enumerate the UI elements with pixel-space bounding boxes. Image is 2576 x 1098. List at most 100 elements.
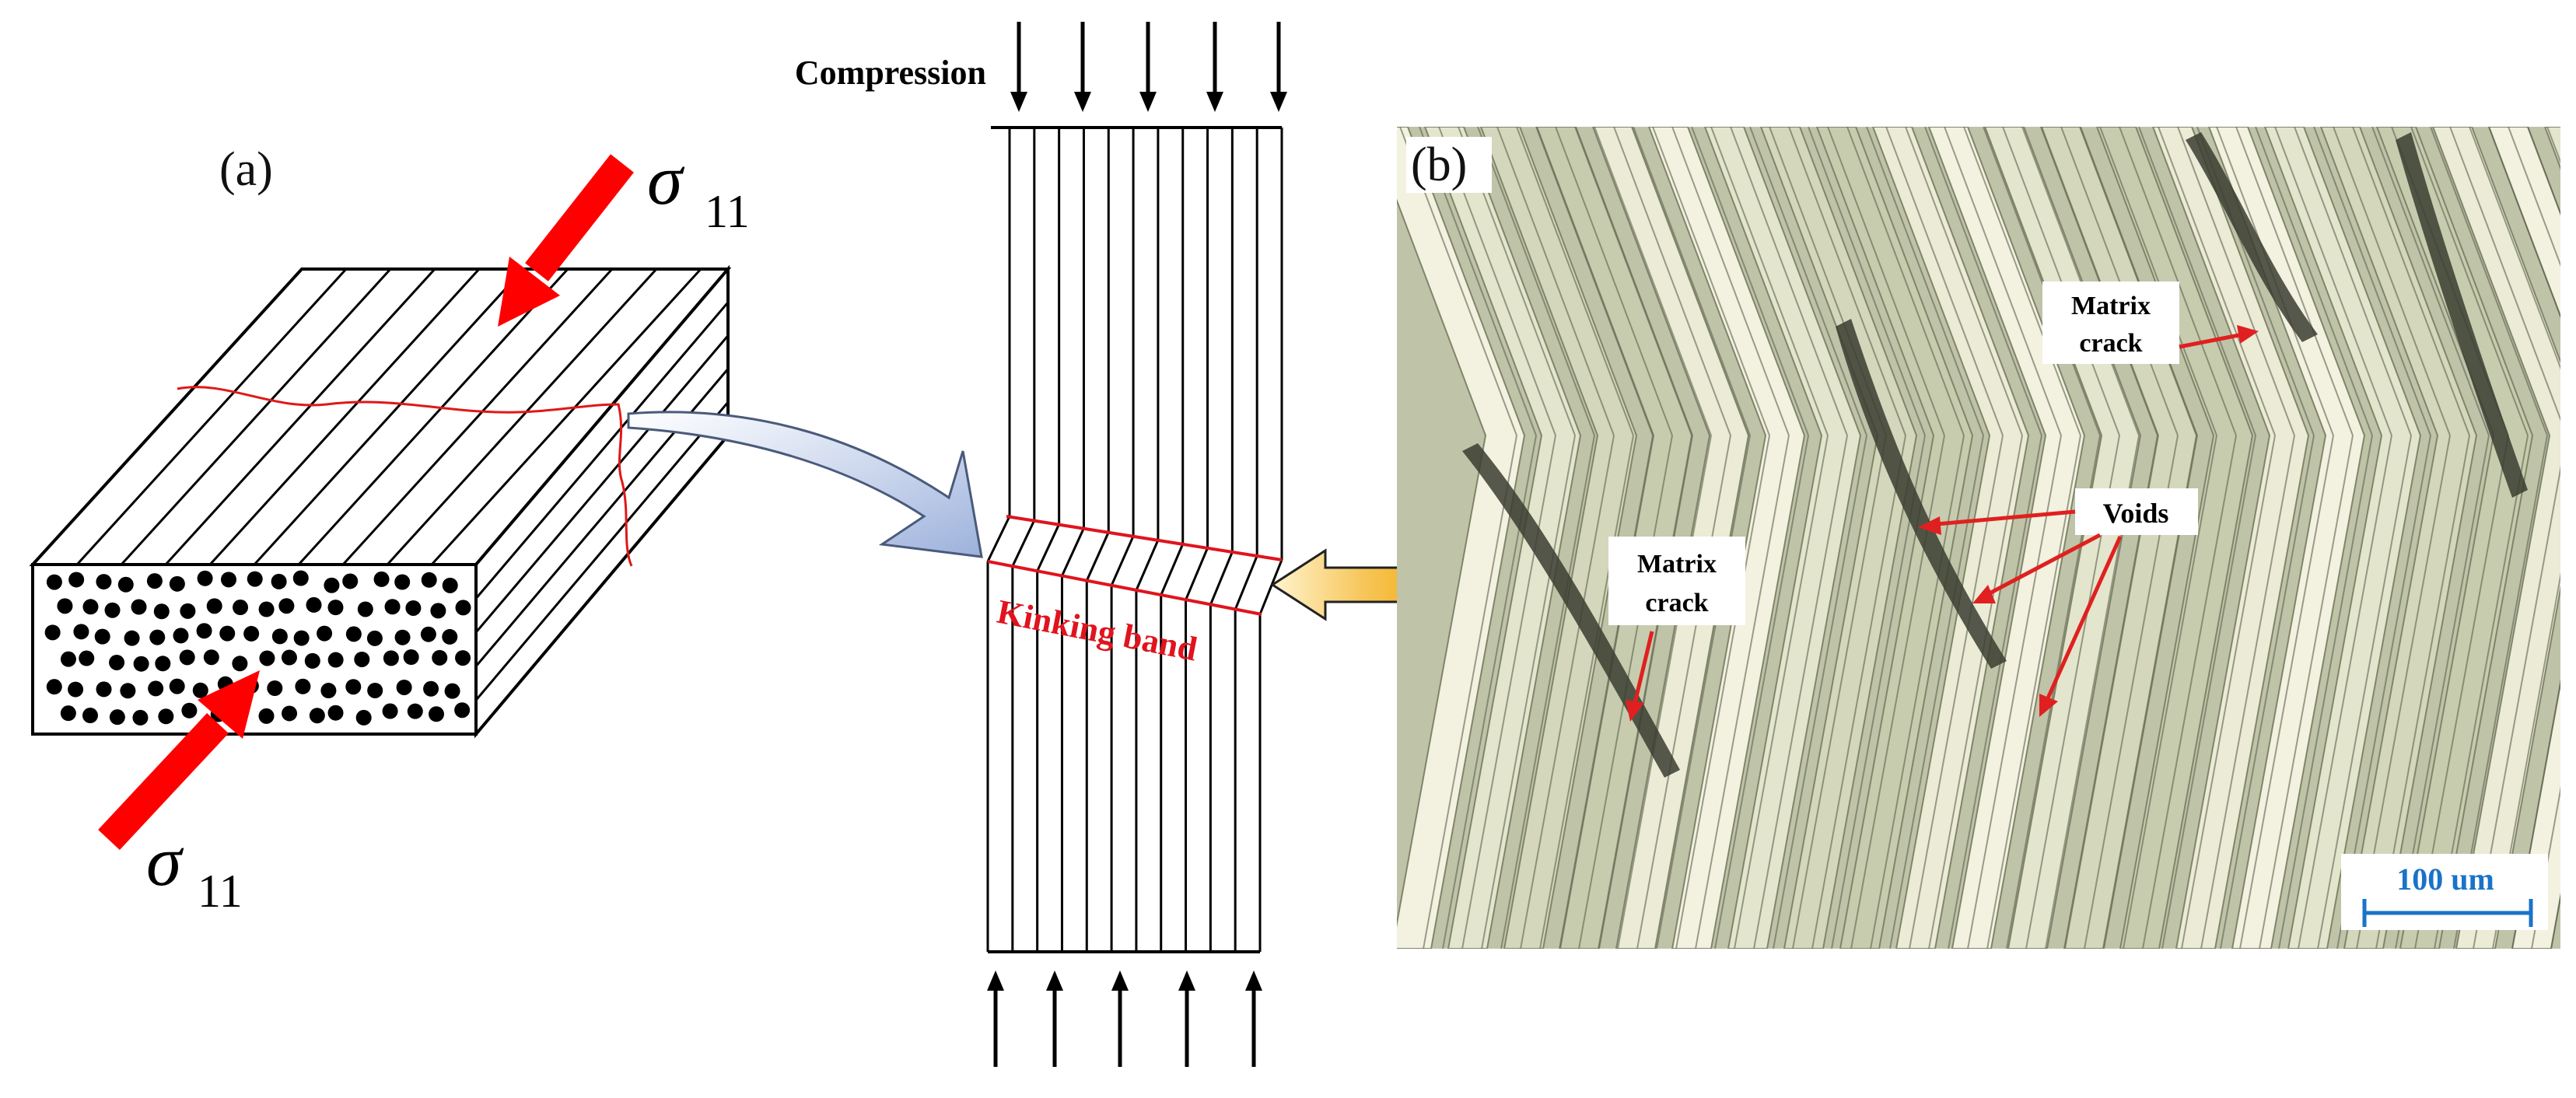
upper-fiber-region <box>1008 128 1283 560</box>
fiber-bundle <box>1647 127 1806 949</box>
fiber-dot <box>148 680 164 697</box>
fiber-dot <box>382 703 398 719</box>
fiber-streak <box>2041 127 2159 436</box>
compression-arrows-bottom <box>987 970 1262 1067</box>
fiber-streak <box>1461 435 1556 949</box>
fiber-dot <box>267 680 283 697</box>
matrix-crack-band <box>1836 319 2007 669</box>
fiber-dot <box>131 599 147 615</box>
compression-arrow-head <box>1178 970 1195 991</box>
fiber-bundle <box>2263 127 2422 949</box>
fiber-dot <box>155 656 171 672</box>
fiber-streak <box>2235 127 2354 436</box>
fiber-dot <box>355 709 372 726</box>
fiber-dot <box>430 603 446 619</box>
fiber-line <box>430 268 702 566</box>
fiber-lines-top <box>75 268 702 566</box>
fiber-dot <box>173 628 189 644</box>
fiber-streak <box>1633 127 1751 436</box>
fiber-dot <box>46 574 62 590</box>
matrix-crack-band <box>1462 443 1680 778</box>
fiber-dot <box>79 650 95 666</box>
fiber-streak <box>1520 435 1615 949</box>
voids-label-box <box>2075 488 2198 535</box>
fiber-dot <box>423 680 439 697</box>
fiber-dot <box>278 598 295 614</box>
fiber-streak <box>2123 435 2217 949</box>
matrix-crack-label-1-line1: Matrix <box>2071 292 2151 320</box>
fiber-streak <box>1866 127 1984 436</box>
fiber-dot <box>327 705 344 721</box>
stress-arrow-top-head <box>498 257 560 327</box>
fiber-streak <box>1885 127 2004 436</box>
stress-arrow-bottom <box>98 670 260 850</box>
fiber-dot <box>197 570 213 586</box>
fiber-streak <box>2080 127 2198 436</box>
fiber-streak <box>1827 127 1945 436</box>
fiber-dot <box>192 682 208 698</box>
fiber-streak <box>2333 127 2451 436</box>
fiber-line <box>474 301 730 600</box>
fiber-streak <box>1656 435 1751 949</box>
matrix-crack-label-box-1 <box>2042 281 2179 364</box>
fiber-dot <box>117 576 134 593</box>
fiber-streak <box>1811 435 1906 949</box>
kinked-fiber <box>986 516 1011 562</box>
fiber-dot <box>366 630 383 646</box>
fiber-dot <box>73 624 89 640</box>
fiber-bundle <box>2543 127 2560 170</box>
fiber-dot <box>354 651 370 667</box>
fiber-dot <box>247 571 263 587</box>
voids-label: Voids <box>2103 498 2169 529</box>
fiber-streak <box>2220 435 2315 949</box>
fiber-dot <box>407 703 423 719</box>
voids-arrow-1-head <box>1918 516 1941 535</box>
fiber-streak <box>2119 127 2237 436</box>
fiber-streak <box>2298 435 2392 949</box>
panel-b-label: (b) <box>1411 138 1467 191</box>
fiber-line <box>341 268 614 566</box>
fiber-streak <box>1555 127 1673 436</box>
fiber-dot <box>169 678 185 694</box>
matrix-crack-label-2-line2: crack <box>1645 589 1708 617</box>
fiber-streak <box>2278 435 2373 949</box>
fiber-dot <box>429 706 445 722</box>
fiber-dot <box>109 709 125 726</box>
fiber-dot <box>124 630 140 646</box>
fiber-dot <box>258 601 275 617</box>
fiber-dot <box>149 629 166 645</box>
fiber-streak <box>1496 127 1615 436</box>
fiber-streak <box>1652 127 1770 436</box>
fiber-streak <box>1574 127 1692 436</box>
fiber-streak <box>1870 435 1965 949</box>
fiber-dot <box>206 598 222 614</box>
fiber-streak <box>2138 127 2256 436</box>
panel-b: (b) Matrix crack Voids Matrix crack 100 … <box>1397 127 2560 949</box>
fiber-streak <box>1535 127 1654 436</box>
fiber-streak <box>2317 435 2412 949</box>
fiber-streak <box>2259 435 2354 949</box>
fiber-streak <box>1924 127 2042 436</box>
fiber-streak <box>2371 127 2490 436</box>
fiber-dot <box>271 573 287 589</box>
kinked-fiber <box>1234 555 1258 610</box>
fiber-dot <box>60 651 76 667</box>
fiber-dot <box>342 573 359 589</box>
fiber-dot <box>104 602 121 618</box>
fiber-streak <box>1695 435 1790 949</box>
fiber-dot <box>180 603 196 619</box>
fiber-dot <box>292 570 309 586</box>
fiber-streak <box>1539 435 1634 949</box>
fiber-dot <box>96 574 112 590</box>
compression-arrow-head <box>1046 970 1063 991</box>
fiber-streak <box>1944 127 2062 436</box>
fiber-dot <box>220 572 236 588</box>
fiber-streak <box>2021 127 2140 436</box>
fiber-dot <box>68 572 85 588</box>
matrix-crack-arrow-2-head <box>1626 700 1644 722</box>
fiber-streak <box>2352 127 2470 436</box>
fiber-dot <box>153 603 170 620</box>
micrograph <box>1397 127 2560 949</box>
fiber-line <box>297 268 569 566</box>
